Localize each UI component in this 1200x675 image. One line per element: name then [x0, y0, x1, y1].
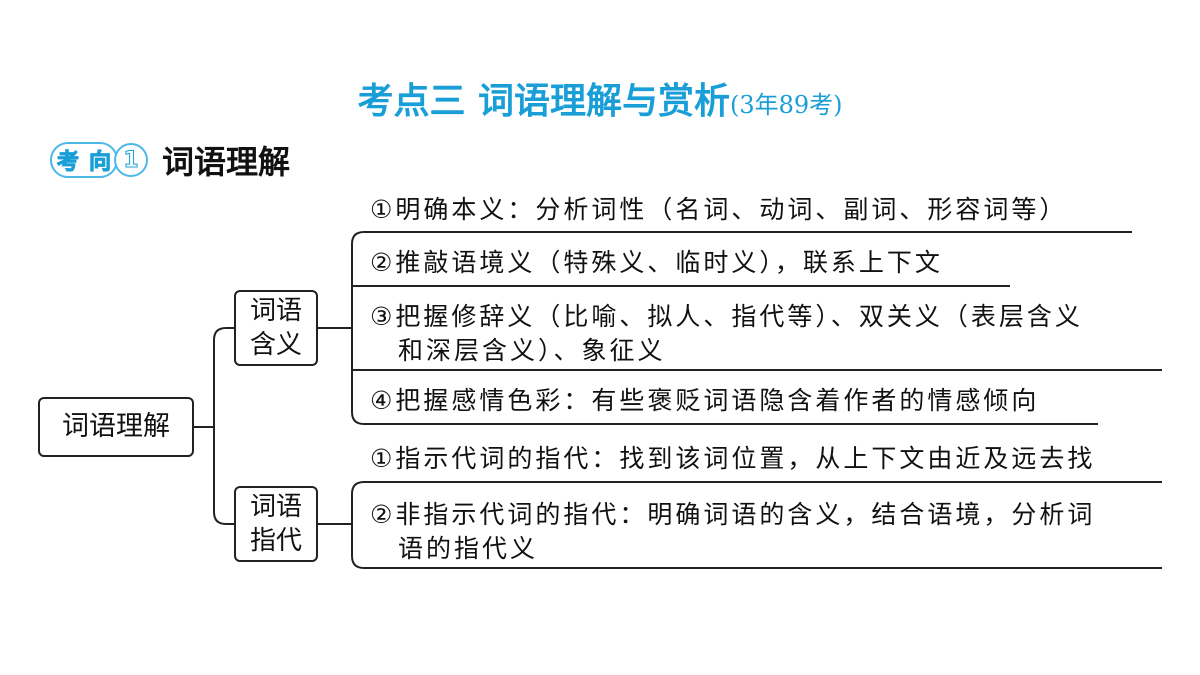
leaf-text-continued: 语的指代义 [398, 534, 539, 563]
leaf-item: ②非指示代词的指代：明确词语的含义，结合语境，分析词 语的指代义 [370, 498, 1095, 566]
kaoxiang-number: 1 [114, 143, 148, 177]
leaf-text: ①明确本义：分析词性（名词、动词、副词、形容词等） [370, 195, 1068, 224]
branch-label-line1: 词语 [249, 296, 302, 326]
root-node: 词语理解 [38, 397, 194, 457]
branch-label-line2: 指代 [249, 526, 302, 556]
section-heading: 考 向 1 词语理解 [50, 142, 290, 181]
leaf-item: ③把握修辞义（比喻、拟人、指代等）、双关义（表层含义 和深层含义）、象征义 [370, 300, 1083, 368]
section-label: 词语理解 [162, 143, 291, 181]
leaf-text: ④把握感情色彩：有些褒贬词语隐含着作者的情感倾向 [370, 386, 1040, 415]
branch-node-reference: 词语 指代 [234, 486, 318, 562]
title-main: 考点三 词语理解与赏析 [357, 81, 730, 122]
leaf-text-continued: 和深层含义）、象征义 [398, 336, 666, 365]
root-bracket [213, 327, 227, 525]
kaoxiang-char-2: 向 [88, 150, 111, 176]
mid1-bracket [351, 231, 365, 425]
branch-label-line2: 含义 [249, 330, 302, 360]
kaoxiang-char-1: 考 [56, 150, 79, 176]
leaf-text: ②推敲语境义（特殊义、临时义），联系上下文 [370, 248, 943, 277]
leaf-item: ①指示代词的指代：找到该词位置，从上下文由近及远去找 [370, 442, 1095, 476]
title-count: (3年89考) [730, 91, 843, 119]
leaf-text: ①指示代词的指代：找到该词位置，从上下文由近及远去找 [370, 444, 1096, 473]
leaf-text: ③把握修辞义（比喻、拟人、指代等）、双关义（表层含义 [370, 302, 1083, 331]
page-title: 考点三 词语理解与赏析(3年89考) [0, 78, 1200, 129]
leaf-item: ②推敲语境义（特殊义、临时义），联系上下文 [370, 246, 943, 280]
leaf-text: ②非指示代词的指代：明确词语的含义，结合语境，分析词 [370, 500, 1096, 529]
leaf-item: ①明确本义：分析词性（名词、动词、副词、形容词等） [370, 193, 1067, 227]
branch-node-meaning: 词语 含义 [234, 290, 318, 366]
branch-label-line1: 词语 [249, 492, 302, 522]
mid2-bracket [351, 481, 365, 569]
leaf-item: ④把握感情色彩：有些褒贬词语隐含着作者的情感倾向 [370, 384, 1039, 418]
